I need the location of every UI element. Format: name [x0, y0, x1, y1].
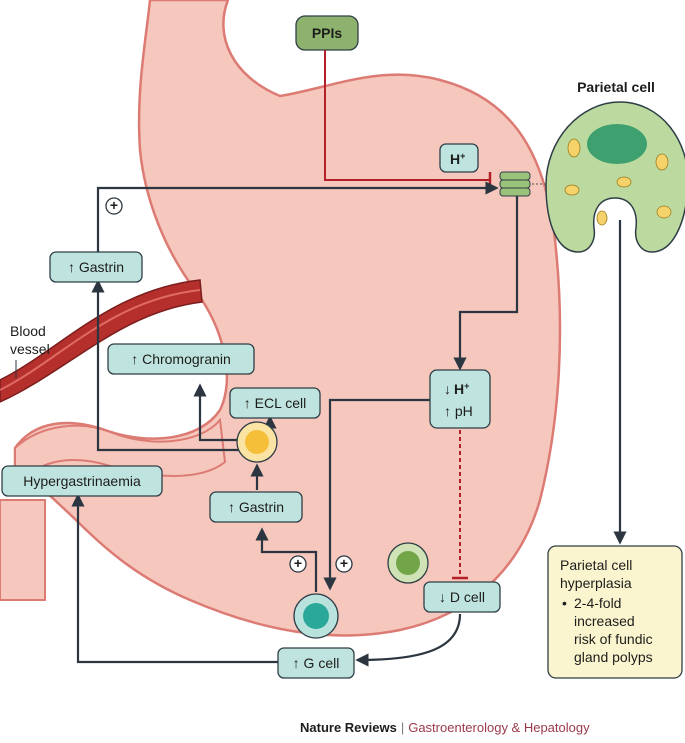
plus-sign-right: +	[335, 555, 353, 573]
ppi-inhibition-line	[324, 50, 490, 181]
blood-vessel-label-2: vessel	[10, 341, 50, 357]
chromogranin-box	[107, 343, 255, 375]
ecl-cell-label: ↑ ECL cell	[244, 395, 307, 411]
chromogranin-label: ↑ Chromogranin	[131, 351, 231, 367]
hyperplasia-line-4: gland polyps	[574, 649, 653, 665]
lowH-to-gcell-arrow	[323, 398, 430, 591]
proton-pump-icon	[499, 171, 531, 197]
gastrin-loop-up-arrow	[91, 279, 240, 452]
lowH-label: ↓H+	[444, 381, 469, 397]
gcell-to-gastrin-arrow	[255, 527, 318, 592]
hyperplasia-box	[547, 545, 683, 679]
gastrin-mid-label: ↑ Gastrin	[228, 499, 284, 515]
blood-vessel	[0, 279, 203, 403]
gastrin-top-box	[49, 251, 143, 283]
parietal-cell	[545, 101, 685, 253]
g-cell-box	[277, 647, 355, 679]
gastrin-top-label: ↑ Gastrin	[68, 259, 124, 275]
d-cell-box	[423, 581, 501, 613]
hypergastrinaemia-label: Hypergastrinaemia	[23, 473, 141, 489]
footer-section: Gastroenterology & Hepatology	[408, 720, 590, 735]
hyperplasia-bullet: •	[562, 595, 567, 611]
d-cell-label: ↓ D cell	[439, 589, 485, 605]
parietal-nucleus	[587, 124, 647, 164]
gastrin-mid-box	[209, 491, 303, 523]
parietal-granules	[564, 138, 672, 226]
stomach-fold-line	[222, 0, 281, 97]
svg-text:+: +	[110, 197, 118, 213]
ppis-box	[295, 15, 359, 51]
plus-sign-top: +	[105, 197, 123, 215]
pump-to-lowH-arrow	[453, 196, 519, 371]
h-plus-label: H+	[450, 151, 465, 167]
plus-sign-left: +	[289, 555, 307, 573]
d-cell	[387, 542, 429, 584]
lowH-ph-box	[429, 369, 491, 429]
hyperplasia-line-2: increased	[574, 613, 635, 629]
hyperplasia-line-3: risk of fundic	[574, 631, 653, 647]
ecl-cell	[236, 421, 278, 463]
footer-separator: |	[400, 720, 405, 735]
hyperplasia-title-1: Parietal cell	[560, 557, 632, 573]
duodenum-descending	[0, 499, 46, 601]
ecl-cell-box	[229, 387, 321, 419]
parietal-cell-title: Parietal cell	[577, 79, 655, 95]
gcell-to-hypergastrinaemia-arrow	[71, 493, 278, 664]
hyperplasia-line-1: 2-4-fold	[574, 595, 621, 611]
blood-vessel-highlight	[0, 289, 201, 391]
ppis-label: PPIs	[312, 25, 343, 41]
hyperplasia-title-2: hyperplasia	[560, 575, 632, 591]
ecl-to-chromogranin-arrow	[193, 383, 238, 442]
footer: Nature Reviews|Gastroenterology & Hepato…	[300, 720, 590, 735]
dcell-to-gcell-arrow	[355, 613, 462, 667]
g-cell	[293, 593, 339, 639]
svg-text:+: +	[294, 555, 302, 571]
footer-journal: Nature Reviews	[300, 720, 397, 735]
g-cell-label: ↑ G cell	[293, 655, 340, 671]
ph-label: ↑ pH	[444, 403, 473, 419]
blood-vessel-label-1: Blood	[10, 323, 46, 339]
gastrin-to-pump-arrow	[96, 181, 499, 252]
hypergastrinaemia-box	[1, 465, 163, 497]
svg-text:+: +	[340, 555, 348, 571]
h-plus-box	[439, 143, 479, 173]
